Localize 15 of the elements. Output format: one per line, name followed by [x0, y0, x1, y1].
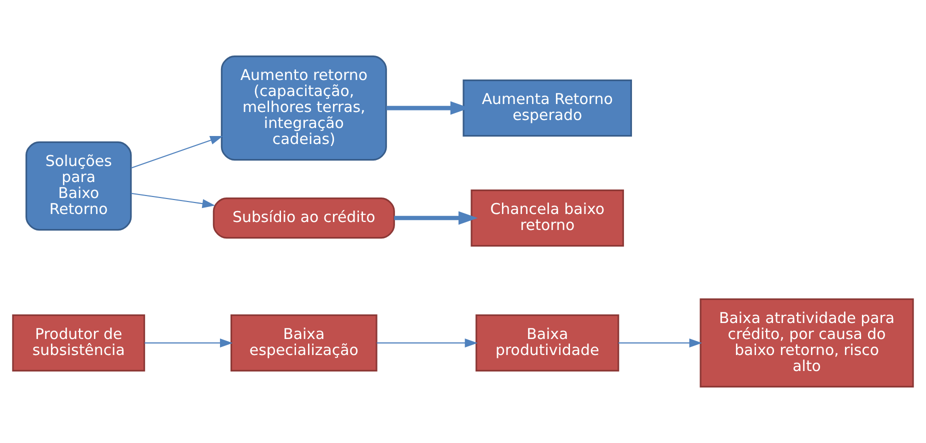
arrow	[130, 136, 223, 169]
node-box: Chancela baixo retorno	[470, 189, 624, 247]
node-box: Baixa atratividade para crédito, por causa do baixo retorno, risco alto	[700, 298, 914, 388]
node-box: Baixa produtividade	[476, 314, 620, 372]
node-box: Aumento retorno (capacitação, melhores terras, integração cadeias)	[220, 55, 387, 161]
node-box: Soluções para Baixo Retorno	[26, 141, 132, 231]
arrow	[394, 211, 478, 225]
node-box: Baixa especialização	[230, 314, 378, 372]
node-box: Subsídio ao crédito	[212, 197, 395, 239]
arrow	[144, 338, 233, 348]
arrow	[131, 192, 216, 208]
arrow	[618, 338, 702, 348]
arrow	[376, 338, 478, 348]
node-box: Aumenta Retorno esperado	[462, 80, 632, 137]
node-box: Produtor de subsistência	[12, 314, 146, 372]
